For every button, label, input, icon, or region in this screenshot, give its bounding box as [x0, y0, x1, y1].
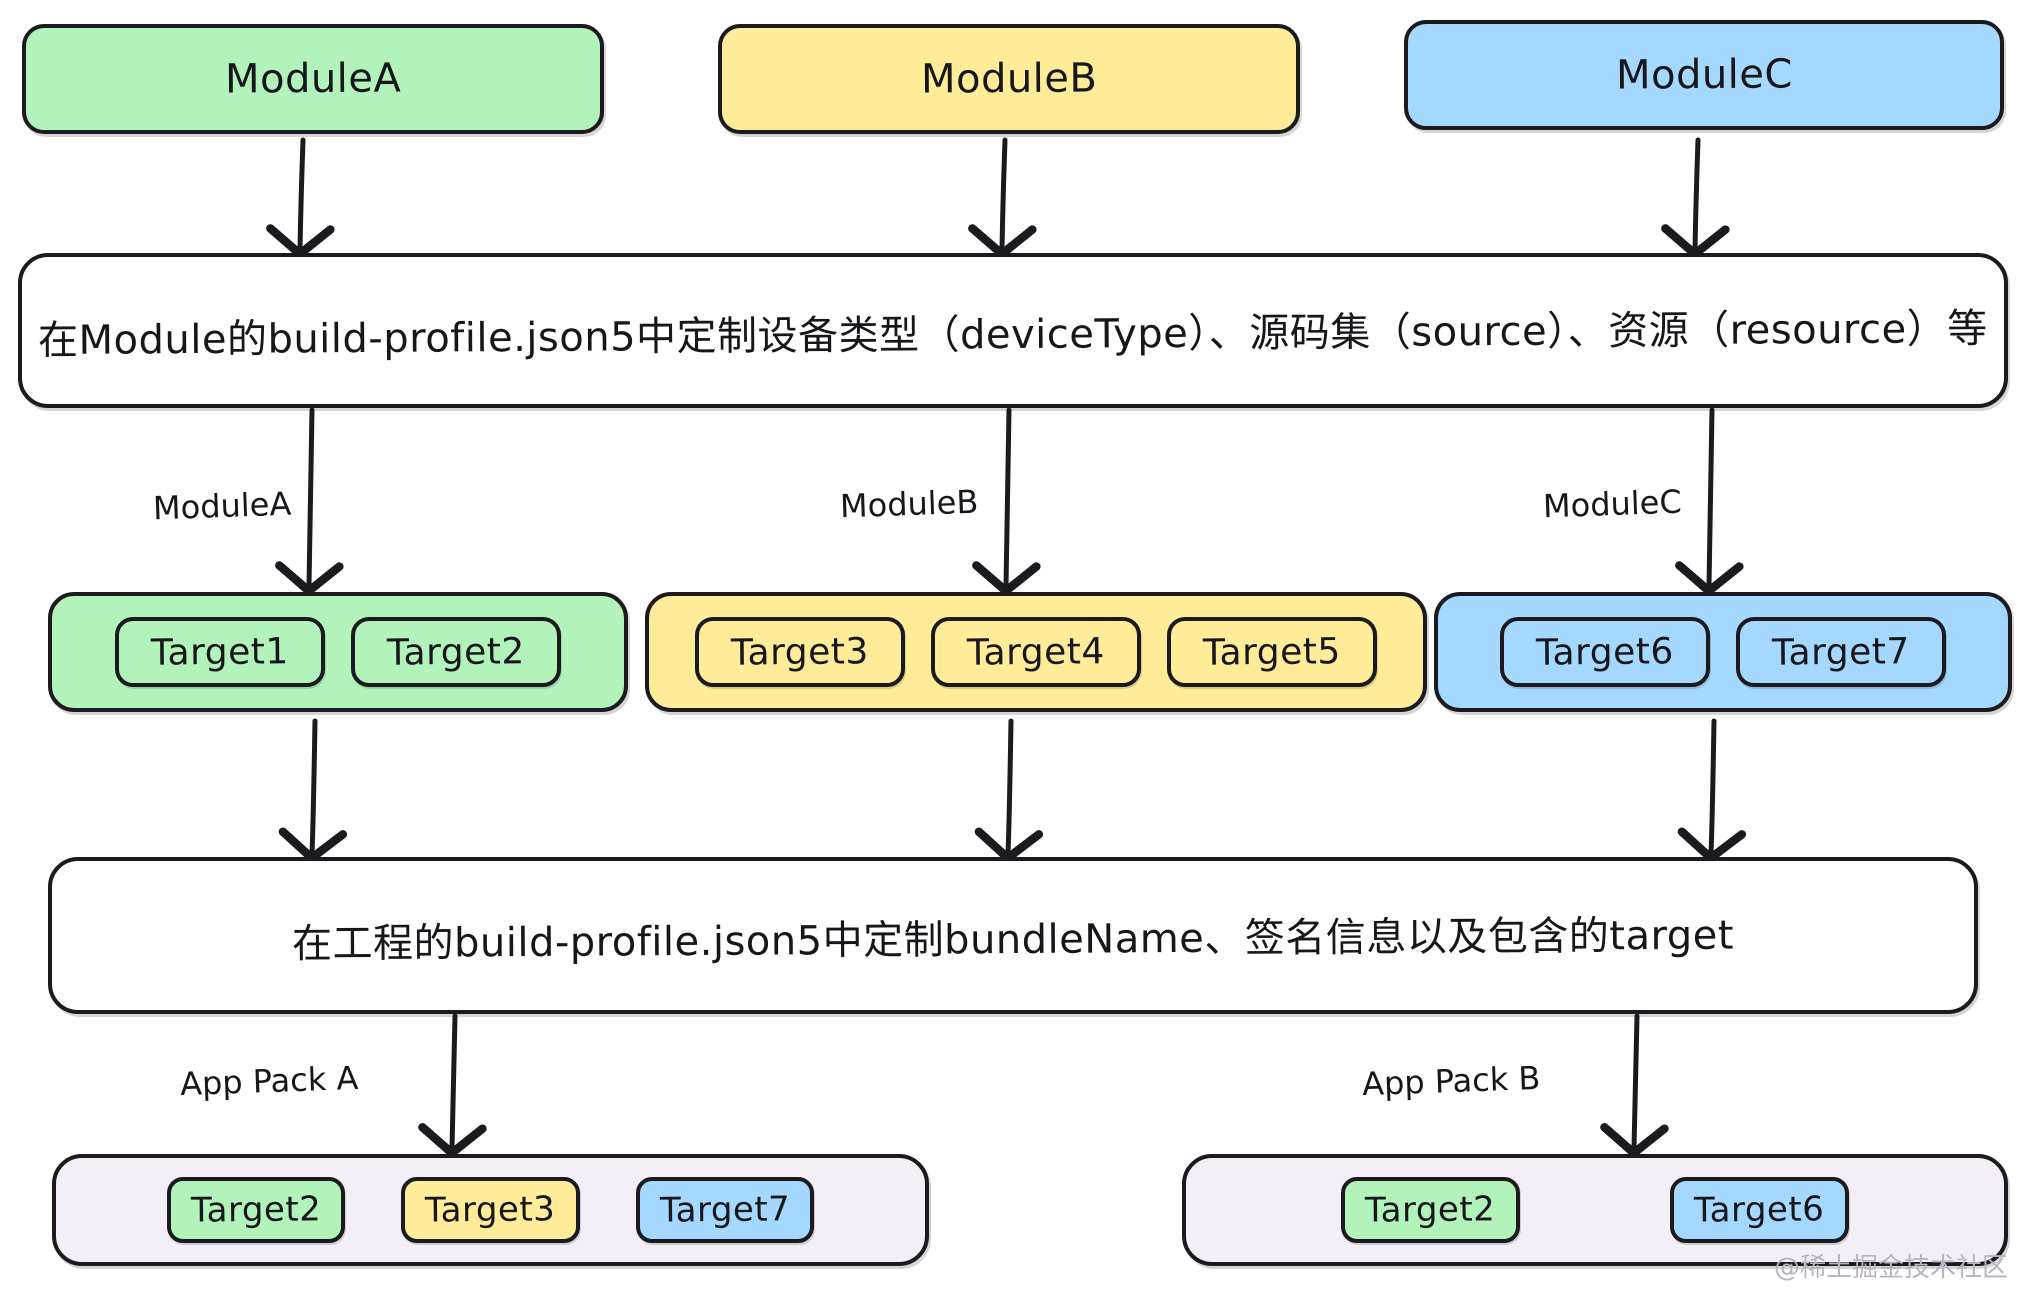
arrow-module-b-to-profile	[968, 137, 1037, 259]
pack-target-chip-label: Target7	[659, 1189, 791, 1231]
target-chip-label: Target5	[1202, 630, 1342, 674]
pack-target-chip[interactable]: Target2	[1341, 1177, 1520, 1243]
target-chip[interactable]: Target6	[1500, 617, 1710, 687]
target-chip[interactable]: Target5	[1167, 617, 1377, 687]
target-group-module-c[interactable]: Target6 Target7	[1434, 592, 2012, 712]
node-module-c[interactable]: ModuleC	[1404, 20, 2004, 130]
node-module-a[interactable]: ModuleA	[22, 24, 604, 134]
target-chip-label: Target1	[150, 630, 290, 674]
arrow-profile-to-targets-a	[275, 407, 344, 596]
node-module-build-profile-label: 在Module的build-profile.json5中定制设备类型（devic…	[38, 305, 1988, 364]
target-chip-label: Target4	[966, 630, 1106, 674]
arrow-module-c-to-profile	[1661, 137, 1730, 259]
edge-label-module-b: ModuleB	[839, 482, 979, 526]
watermark: @稀土掘金技术社区	[1773, 1253, 2008, 1283]
edge-label-app-pack-b: App Pack B	[1361, 1058, 1542, 1104]
edge-label-app-pack-a: App Pack A	[179, 1058, 359, 1104]
target-chip[interactable]: Target2	[351, 617, 561, 687]
pack-target-chip[interactable]: Target6	[1670, 1177, 1849, 1243]
edge-label-module-c: ModuleC	[1542, 482, 1683, 526]
target-chip-label: Target7	[1771, 630, 1911, 674]
arrow-profile-to-targets-b	[972, 407, 1041, 596]
pack-target-chip[interactable]: Target7	[635, 1177, 814, 1243]
arrow-module-a-to-profile	[266, 137, 335, 259]
edge-label-module-a: ModuleA	[152, 484, 292, 528]
pack-target-chip[interactable]: Target3	[401, 1177, 580, 1243]
app-pack-b[interactable]: Target2 Target6	[1182, 1154, 2008, 1266]
target-chip[interactable]: Target4	[931, 617, 1141, 687]
node-module-b[interactable]: ModuleB	[718, 24, 1300, 134]
target-chip-label: Target3	[730, 630, 870, 674]
target-chip[interactable]: Target1	[115, 617, 325, 687]
target-chip[interactable]: Target7	[1736, 617, 1946, 687]
node-project-build-profile[interactable]: 在工程的build-profile.json5中定制bundleName、签名信…	[48, 857, 1978, 1014]
arrow-project-to-pack-a	[418, 1013, 487, 1158]
target-group-module-a[interactable]: Target1 Target2	[48, 592, 628, 712]
arrow-profile-to-targets-c	[1675, 407, 1744, 596]
app-pack-a[interactable]: Target2 Target3 Target7	[52, 1154, 929, 1266]
arrow-project-to-pack-b	[1600, 1013, 1669, 1158]
pack-target-chip[interactable]: Target2	[167, 1177, 346, 1243]
target-chip[interactable]: Target3	[695, 617, 905, 687]
pack-target-chip-label: Target2	[190, 1189, 322, 1231]
target-group-module-b[interactable]: Target3 Target4 Target5	[645, 592, 1427, 712]
node-module-a-label: ModuleA	[224, 55, 402, 103]
pack-target-chip-label: Target2	[1365, 1189, 1496, 1231]
pack-target-chip-label: Target3	[425, 1189, 556, 1231]
target-chip-label: Target6	[1535, 630, 1675, 674]
arrow-targets-a-to-project	[278, 718, 348, 863]
pack-target-chip-label: Target6	[1694, 1189, 1825, 1231]
node-module-build-profile[interactable]: 在Module的build-profile.json5中定制设备类型（devic…	[18, 253, 2008, 408]
arrow-targets-c-to-project	[1677, 718, 1747, 863]
node-module-b-label: ModuleB	[920, 55, 1098, 103]
node-module-c-label: ModuleC	[1615, 51, 1793, 99]
target-chip-label: Target2	[386, 630, 526, 674]
node-project-build-profile-label: 在工程的build-profile.json5中定制bundleName、签名信…	[291, 912, 1735, 967]
arrow-targets-b-to-project	[974, 718, 1044, 863]
